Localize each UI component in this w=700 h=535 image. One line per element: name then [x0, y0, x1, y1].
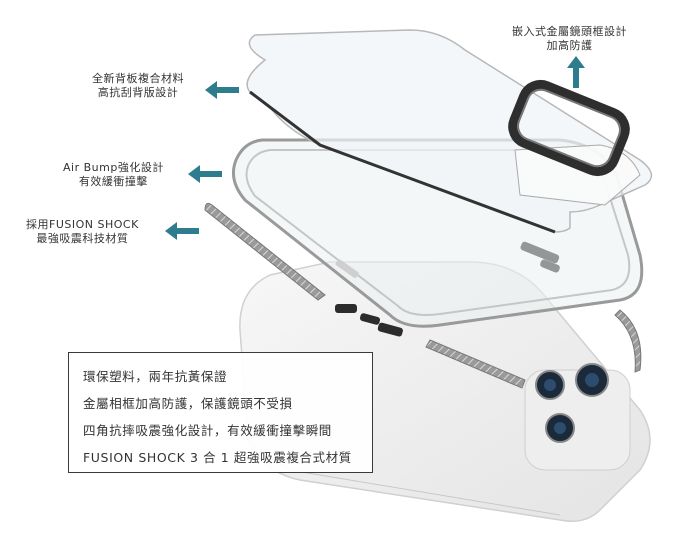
arrow-up-icon: [567, 56, 585, 88]
air-bump-callout-line1: Air Bump強化設計: [63, 161, 164, 174]
arrow-left-icon: [205, 81, 239, 99]
lens-frame-callout-line1: 嵌入式金屬鏡頭框設計: [512, 25, 627, 38]
fusion-shock-callout-line2: 最強吸震科技材質: [36, 232, 129, 245]
arrow-left-icon: [188, 165, 222, 183]
arrow-left-icon: [165, 222, 199, 240]
metal-lens-frame: [508, 79, 630, 177]
back-panel-callout: 全新背板複合材料 高抗刮背版設計: [92, 72, 184, 100]
feature-line: 金屬相框加高防護，保護鏡頭不受損: [83, 396, 293, 411]
feature-line: FUSION SHOCK 3 合 1 超強吸震複合式材質: [83, 450, 352, 465]
air-bump-callout-line2: 有效緩衝撞擊: [78, 175, 148, 188]
back-panel-callout-line1: 全新背板複合材料: [92, 72, 184, 85]
back-panel-callout-line2: 高抗刮背版設計: [97, 86, 179, 99]
fusion-shock-callout-line1: 採用FUSION SHOCK: [26, 218, 139, 231]
fusion-shock-callout: 採用FUSION SHOCK 最強吸震科技材質: [26, 218, 139, 246]
feature-list-box: 環保塑料，兩年抗黃保證 金屬相框加高防護，保護鏡頭不受損 四角抗摔吸震強化設計，…: [68, 352, 373, 473]
lens-frame-callout: 嵌入式金屬鏡頭框設計 加高防護: [512, 25, 627, 53]
air-bump-callout: Air Bump強化設計 有效緩衝撞擊: [63, 161, 164, 189]
lens-frame-callout-line2: 加高防護: [546, 39, 593, 52]
feature-line: 環保塑料，兩年抗黃保證: [83, 369, 228, 384]
fusion-shock-strip: [204, 202, 642, 389]
feature-line: 四角抗摔吸震強化設計，有效緩衝撞擊瞬間: [83, 423, 332, 438]
